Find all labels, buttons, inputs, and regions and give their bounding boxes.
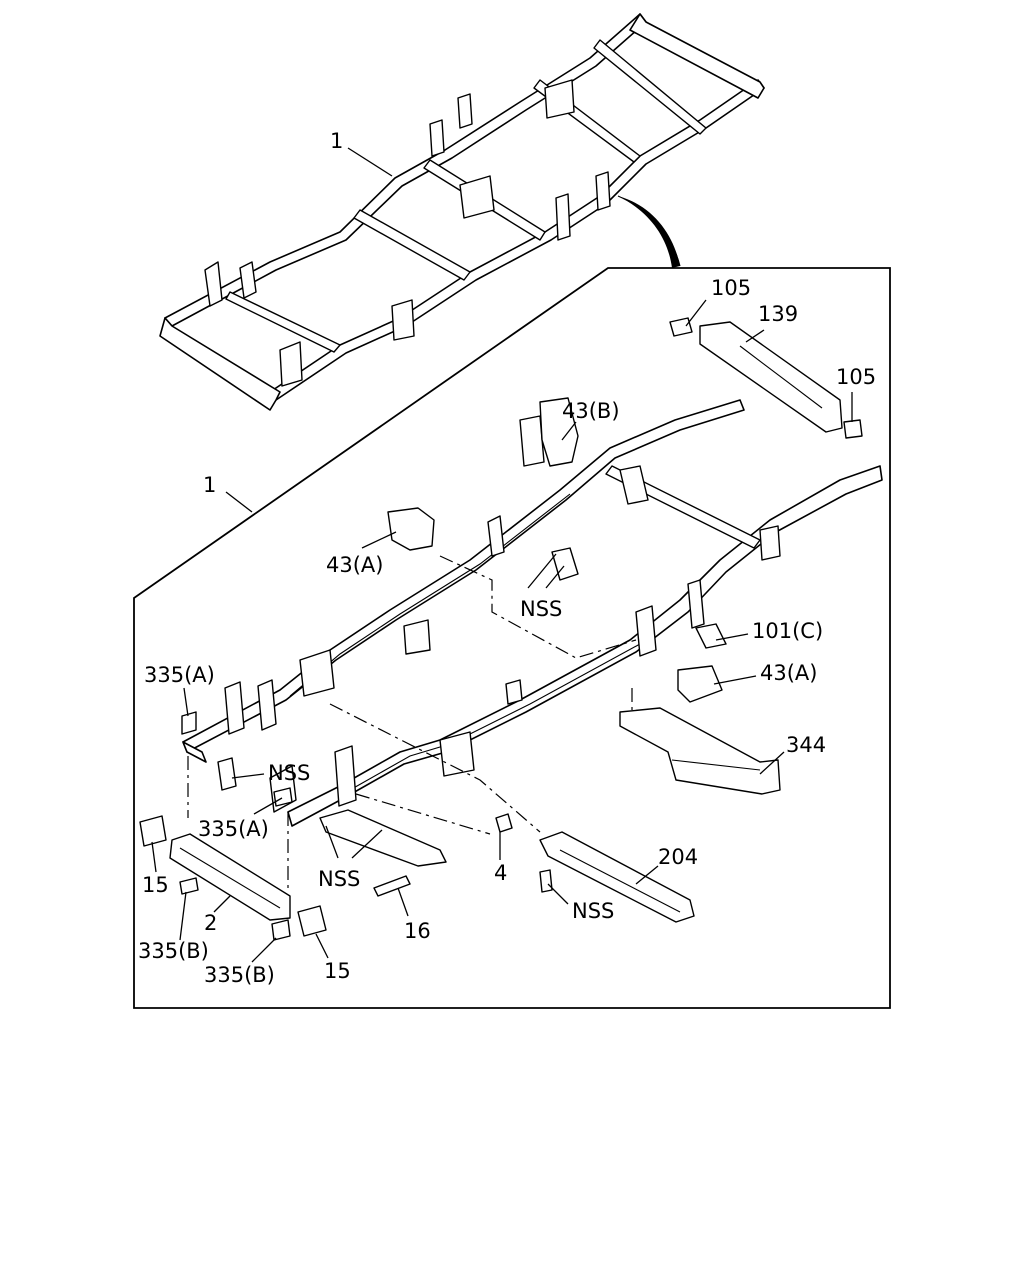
part-2-front-crossmember xyxy=(169,833,291,921)
callout-335b-right: 335(B) xyxy=(204,963,275,987)
part-15-left-mount xyxy=(139,815,167,847)
part-105-clip-b xyxy=(843,419,863,439)
callout-nss-bolt: NSS xyxy=(572,899,614,923)
part-nss-bolt xyxy=(539,869,553,893)
callout-43b: 43(B) xyxy=(562,399,620,423)
callout-105-b: 105 xyxy=(836,365,876,389)
part-344-crossmember xyxy=(619,707,781,795)
part-335a-top xyxy=(181,711,197,735)
callout-15-left: 15 xyxy=(142,873,169,897)
detail-view-frame xyxy=(133,267,891,1009)
part-nss-left-clip xyxy=(217,757,237,791)
part-16-bolt xyxy=(373,875,411,897)
callout-335a-mid: 335(A) xyxy=(198,817,269,841)
part-335b-right xyxy=(271,919,291,941)
callout-16: 16 xyxy=(404,919,431,943)
part-101c-bracket xyxy=(695,623,727,649)
part-139-rear-crossmember xyxy=(699,321,843,433)
part-4-nut xyxy=(495,813,513,833)
part-204-skid-plate xyxy=(539,831,695,923)
callout-2: 2 xyxy=(204,911,217,935)
callout-1-overview: 1 xyxy=(330,129,343,153)
part-335b-left xyxy=(179,877,199,895)
callout-344: 344 xyxy=(786,733,826,757)
part-15-right-mount xyxy=(297,905,327,937)
overview-frame-assembly xyxy=(159,13,765,411)
callout-nss-upper: NSS xyxy=(520,597,562,621)
callout-335a-top: 335(A) xyxy=(144,663,215,687)
callout-labels: 1 1 105 139 105 43(B) 43(A) NSS 101(C) 4… xyxy=(138,129,876,987)
part-105-clip-a xyxy=(669,317,693,337)
part-43b-bracket xyxy=(539,397,579,467)
callout-335b-left: 335(B) xyxy=(138,939,209,963)
callout-43a-left: 43(A) xyxy=(326,553,383,577)
part-43a-bracket-left xyxy=(387,507,435,551)
leader-lines xyxy=(151,147,853,963)
callout-nss-left: NSS xyxy=(268,761,310,785)
callout-204: 204 xyxy=(658,845,698,869)
part-335a-mid xyxy=(273,787,293,807)
callout-15-right: 15 xyxy=(324,959,351,983)
callout-1-detail: 1 xyxy=(203,473,216,497)
callout-105-a: 105 xyxy=(711,276,751,300)
callout-101c: 101(C) xyxy=(752,619,823,643)
part-43a-bracket-right xyxy=(677,665,723,703)
callout-43a-right: 43(A) xyxy=(760,661,817,685)
part-nss-center-plate xyxy=(319,809,447,867)
callout-4: 4 xyxy=(494,861,507,885)
detail-frame-assembly xyxy=(182,399,883,827)
assembly-lines xyxy=(187,555,637,892)
callout-nss-center: NSS xyxy=(318,867,360,891)
callout-139: 139 xyxy=(758,302,798,326)
